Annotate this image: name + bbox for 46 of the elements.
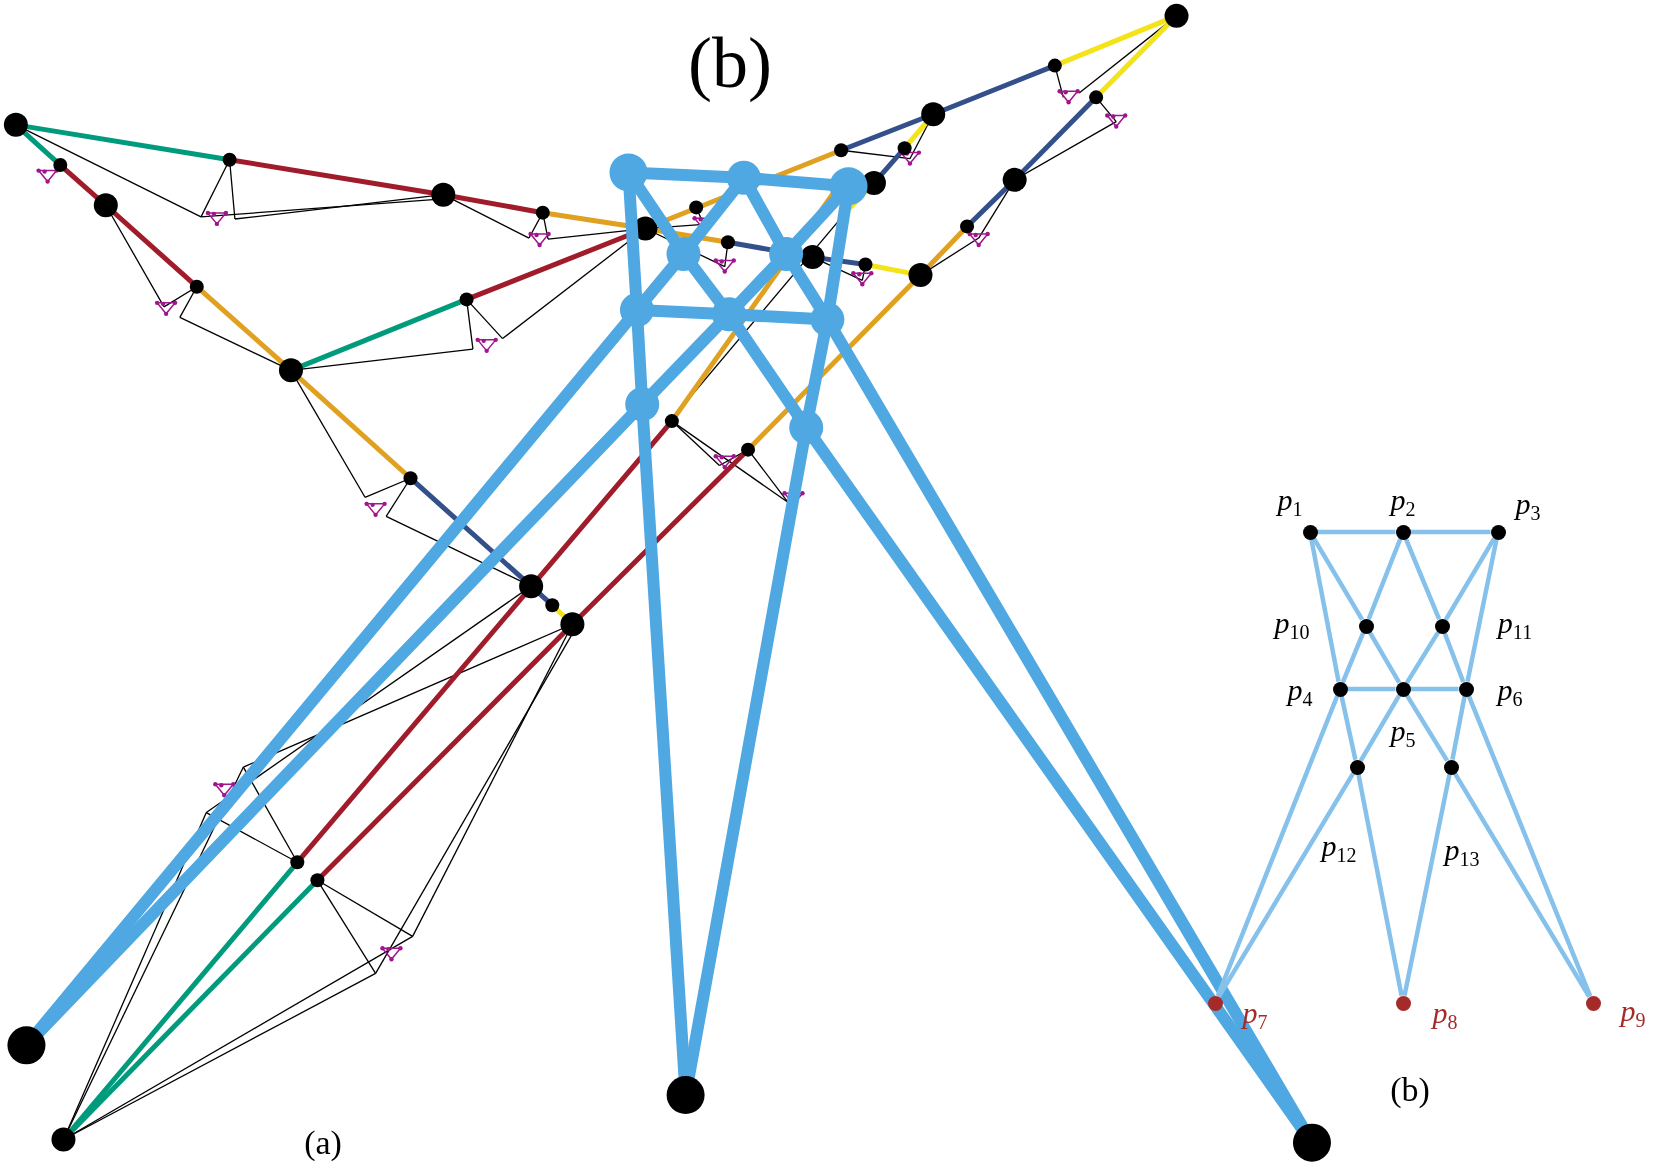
graph-edge: [1410, 686, 1459, 692]
graph-edge: [1465, 538, 1499, 683]
graph-vertex: [1443, 759, 1459, 775]
graph-edge: [1317, 529, 1396, 535]
graph-edge: [1215, 695, 1340, 997]
graph-edge: [1403, 538, 1442, 620]
graph-vertex: [1395, 995, 1411, 1011]
point-label: p$_{1}$: [1277, 485, 1303, 519]
graph-edge: [1443, 537, 1497, 621]
graph-vertex: [1458, 681, 1474, 697]
point-label: p$_{6}$: [1497, 675, 1523, 709]
graph-edge: [1347, 686, 1396, 692]
point-label: p$_{3}$: [1515, 489, 1541, 523]
graph-edge: [1402, 773, 1452, 997]
graph-vertex: [1490, 524, 1506, 540]
point-label: p$_{9}$: [1620, 996, 1646, 1030]
graph-edge: [1450, 695, 1467, 761]
graph-edge: [1311, 537, 1365, 621]
graph-edge: [1340, 632, 1366, 683]
graph-edge: [1367, 631, 1402, 684]
point-label: p$_{8}$: [1432, 998, 1458, 1032]
graph-vertex: [1395, 524, 1411, 540]
graph-edge: [1358, 694, 1402, 762]
point-label: p$_{10}$: [1274, 608, 1310, 642]
point-label: p$_{12}$: [1321, 831, 1357, 865]
point-label: p$_{7}$: [1242, 998, 1268, 1032]
point-label: p$_{4}$: [1287, 675, 1313, 709]
point-label: p$_{5}$: [1390, 716, 1416, 750]
point-label: p$_{2}$: [1390, 485, 1416, 519]
graph-edge: [1405, 631, 1440, 684]
graph-edge: [1366, 538, 1403, 620]
panel-label: (b): [1390, 1073, 1430, 1107]
graph-edge: [1356, 773, 1404, 997]
graph-vertex: [1585, 995, 1601, 1011]
point-label: p$_{11}$: [1497, 608, 1533, 642]
graph-edge: [1410, 529, 1491, 535]
panel-label: (a): [304, 1126, 342, 1160]
graph-edge: [1405, 694, 1449, 762]
graph-edge: [1442, 632, 1466, 683]
graph-edge: [1339, 695, 1358, 761]
graph-edge: [1466, 695, 1593, 997]
point-label: p$_{13}$: [1444, 835, 1480, 869]
graph-vertex: [1332, 681, 1348, 697]
graph-vertex: [1302, 524, 1318, 540]
graph-vertex: [1358, 618, 1374, 634]
graph-edge: [1309, 538, 1341, 683]
